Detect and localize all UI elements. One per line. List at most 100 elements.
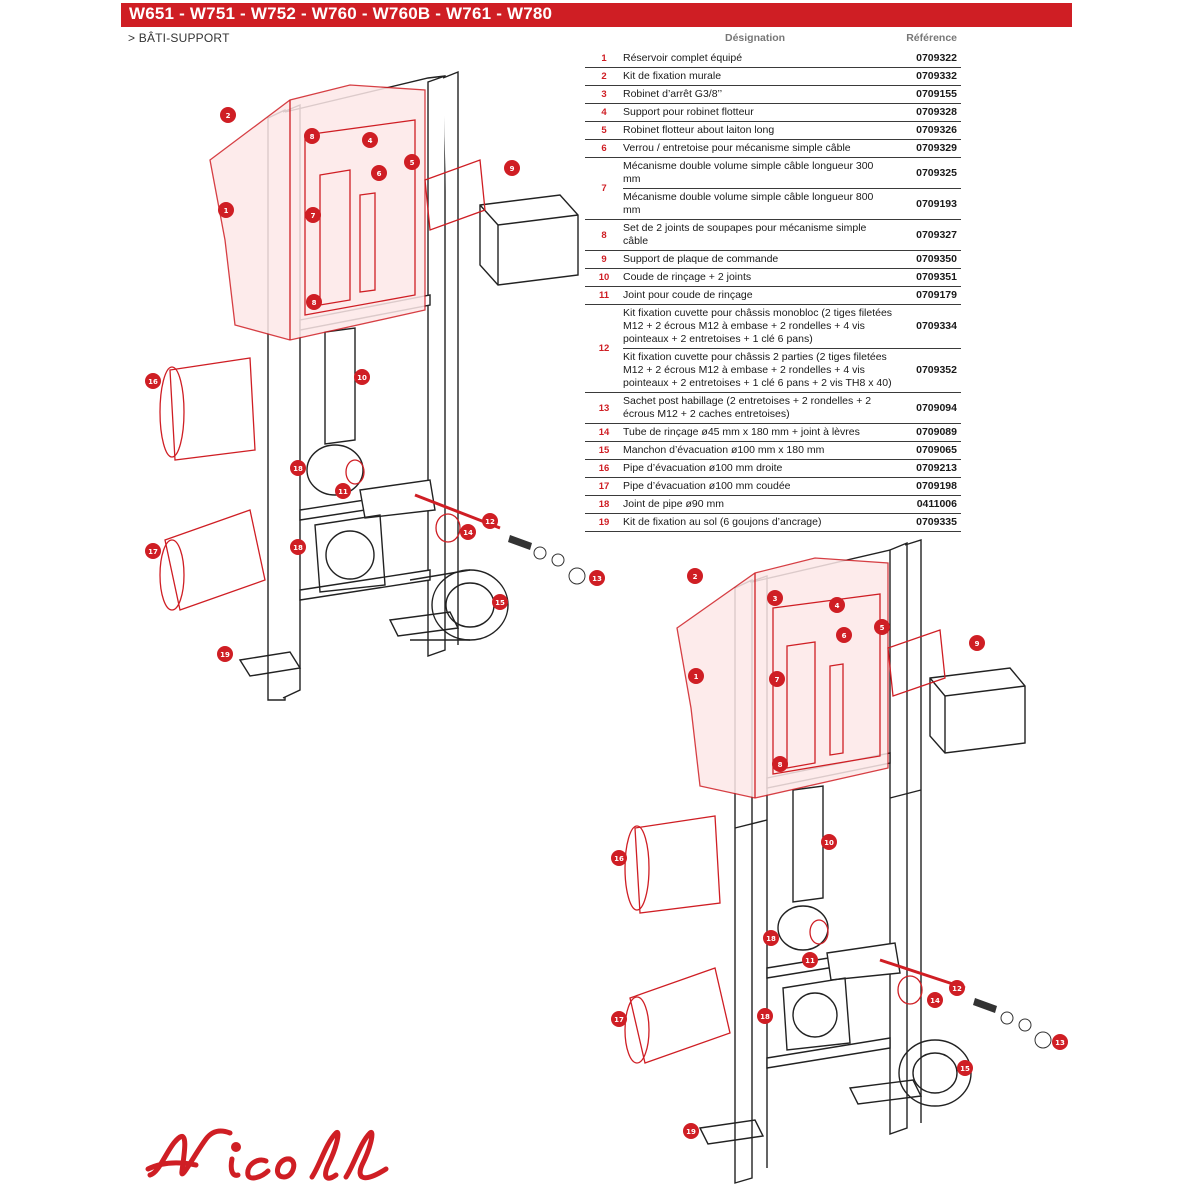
item-reference: 0709352 [916,364,957,376]
table-row: 8 Set de 2 joints de soupapes pour mécani… [585,220,961,251]
table-line: Kit de fixation au sol (6 goujons d’ancr… [623,514,961,531]
item-number: 18 [598,499,610,510]
item-reference: 0709329 [916,142,957,154]
table-line: Joint pour coude de rinçage 0709179 [623,287,961,304]
item-designation: Mécanisme double volume simple câble lon… [623,191,874,216]
svg-text:16: 16 [148,378,158,386]
row-lines: Kit de fixation au sol (6 goujons d’ancr… [623,514,961,531]
item-reference: 0709094 [916,401,957,414]
svg-text:14: 14 [463,529,473,537]
item-number: 5 [601,125,607,136]
item-reference: 0709155 [916,88,957,100]
item-designation: Kit fixation cuvette pour châssis 2 part… [623,351,892,389]
svg-text:18: 18 [766,935,776,943]
svg-text:13: 13 [1055,1039,1065,1047]
svg-text:5: 5 [880,624,885,632]
header-bar: W651 - W751 - W752 - W760 - W760B - W761… [121,3,1072,27]
item-number: 7 [601,183,607,194]
row-lines: Verrou / entretoise pour mécanisme simpl… [623,140,961,157]
item-designation: Support de plaque de commande [623,253,779,265]
svg-text:19: 19 [686,1128,696,1136]
item-reference: 0709213 [916,462,957,474]
item-reference: 0709332 [916,70,957,82]
svg-text:15: 15 [960,1065,970,1073]
item-designation: Manchon d’évacuation ø100 mm x 180 mm [623,444,825,456]
table-row: 12 Kit fixation cuvette pour châssis mono… [585,305,961,393]
item-designation: Sachet post habillage (2 entretoises + 2… [623,395,872,420]
item-designation: Verrou / entretoise pour mécanisme simpl… [623,142,851,154]
svg-text:17: 17 [148,548,158,556]
item-number: 19 [598,517,610,528]
designation-column-header: Désignation [725,32,786,44]
item-designation: Coude de rinçage + 2 joints [623,271,752,283]
svg-text:7: 7 [311,212,316,220]
svg-text:19: 19 [220,651,230,659]
table-line: Verrou / entretoise pour mécanisme simpl… [623,140,961,157]
item-reference: 0709179 [916,289,957,301]
svg-text:8: 8 [778,761,783,769]
svg-text:9: 9 [510,165,515,173]
svg-text:5: 5 [410,159,415,167]
table-header: Désignation Référence [585,30,961,50]
item-designation: Mécanisme double volume simple câble lon… [623,160,874,185]
item-number: 15 [598,445,610,456]
item-designation: Joint pour coude de rinçage [623,289,753,301]
item-designation: Pipe d’évacuation ø100 mm coudée [623,480,791,492]
row-lines: Tube de rinçage ø45 mm x 180 mm + joint … [623,424,961,441]
item-reference: 0709322 [916,52,957,64]
table-line: Mécanisme double volume simple câble lon… [623,188,961,219]
row-lines: Set de 2 joints de soupapes pour mécanis… [623,220,961,250]
svg-text:8: 8 [310,133,315,141]
svg-text:2: 2 [226,112,231,120]
svg-text:16: 16 [614,855,624,863]
row-lines: Joint pour coude de rinçage 0709179 [623,287,961,304]
item-number: 10 [598,272,610,283]
item-number: 17 [598,481,610,492]
svg-text:7: 7 [775,676,780,684]
item-number: 2 [601,71,607,82]
row-lines: Réservoir complet équipé 0709322 [623,50,961,67]
callouts-two-part: 1 2 3 4 5 6 7 8 9 10 11 12 13 14 15 16 1… [611,568,1068,1139]
svg-text:4: 4 [835,602,840,610]
reference-column-header: Référence [906,32,957,44]
row-lines: Kit fixation cuvette pour châssis monobl… [623,305,961,392]
item-reference: 0709327 [916,228,957,241]
item-designation: Réservoir complet équipé [623,52,743,64]
item-reference: 0709089 [916,426,957,438]
svg-text:1: 1 [694,673,699,681]
svg-text:11: 11 [338,488,348,496]
item-number: 8 [601,229,607,241]
item-number: 12 [598,343,610,354]
table-line: Robinet d’arrêt G3/8’’0709155 [623,86,961,103]
item-reference: 0709065 [916,444,957,456]
table-line: Mécanisme double volume simple câble lon… [623,158,961,188]
table-line: Set de 2 joints de soupapes pour mécanis… [623,220,961,250]
svg-text:9: 9 [975,640,980,648]
svg-text:13: 13 [592,575,602,583]
item-number: 13 [598,402,610,414]
